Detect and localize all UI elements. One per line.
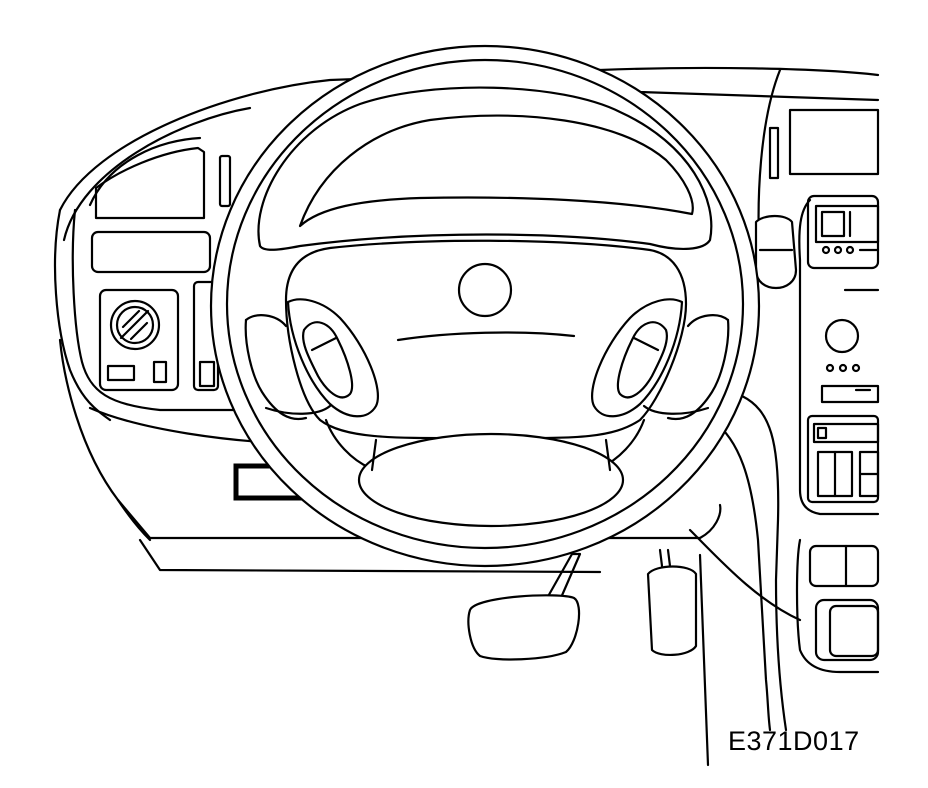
wiring: [690, 396, 800, 765]
brake-pedal: [468, 554, 580, 659]
steering-wheel: [211, 46, 759, 566]
left-instrument-cluster: [73, 138, 250, 410]
climate-control-panel: [808, 416, 878, 502]
figure-code: E371D017: [728, 726, 860, 756]
radio-unit: [816, 206, 878, 402]
combination-switch: [756, 216, 796, 288]
center-console: [759, 70, 878, 514]
lower-console: [797, 540, 878, 672]
light-switch-knob: [111, 301, 159, 349]
dimmer-switch: [108, 366, 134, 380]
small-switch: [154, 362, 166, 382]
accelerator-pedal: [648, 550, 696, 655]
